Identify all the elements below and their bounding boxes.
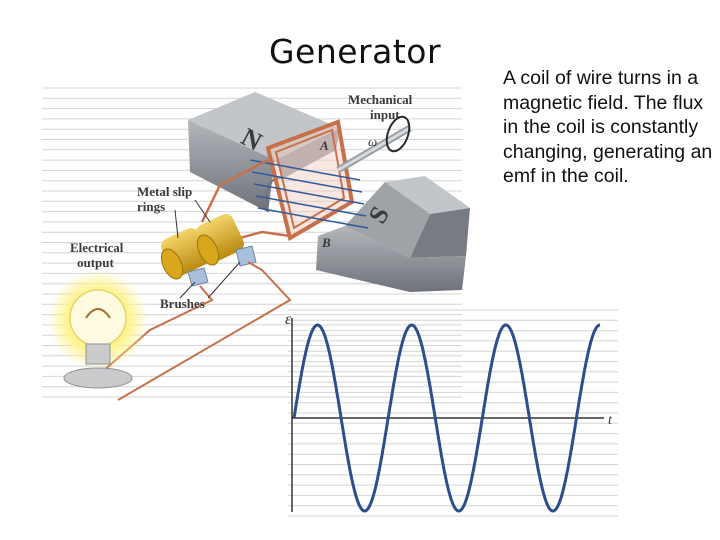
- graph-x-label: t: [608, 413, 613, 428]
- omega-label: ω: [368, 134, 377, 149]
- electrical-output-label-line2: output: [77, 255, 115, 270]
- light-bulb: [48, 270, 148, 388]
- graph-ruled-lines: [288, 310, 618, 516]
- mechanical-input-label-line2: input: [370, 107, 400, 122]
- metal-slip-rings-label-line1: Metal slip: [137, 184, 192, 199]
- mechanical-input-label-line1: Mechanical: [348, 92, 413, 107]
- shaft: ω: [338, 114, 414, 170]
- brushes-label: Brushes: [160, 296, 205, 311]
- metal-slip-rings-label-line2: rings: [137, 199, 165, 214]
- point-b-label: B: [321, 235, 331, 250]
- electrical-output-label-line1: Electrical: [70, 240, 124, 255]
- point-a-label: A: [319, 138, 329, 153]
- graph-y-label: ε: [285, 311, 292, 328]
